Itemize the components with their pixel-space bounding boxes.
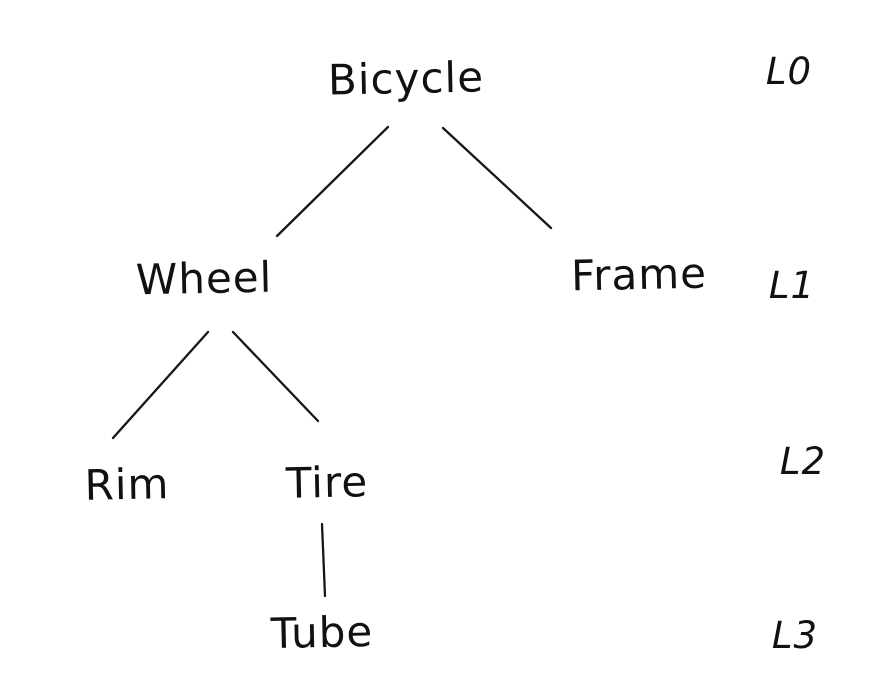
node-rim: Rim xyxy=(84,459,170,510)
level-label-l3: L3 xyxy=(771,614,819,657)
edge-wheel-tire xyxy=(231,330,320,423)
node-tire: Tire xyxy=(285,457,369,508)
level-label-l2: L2 xyxy=(779,440,827,483)
level-label-l1: L1 xyxy=(768,264,816,307)
edge-bicycle-wheel xyxy=(275,125,390,238)
level-label-l0: L0 xyxy=(765,50,813,93)
node-wheel: Wheel xyxy=(135,252,273,305)
edge-tire-tube xyxy=(320,522,327,598)
node-tube: Tube xyxy=(270,606,374,659)
edge-bicycle-frame xyxy=(441,126,553,230)
node-bicycle: Bicycle xyxy=(327,52,485,105)
node-frame: Frame xyxy=(570,248,708,301)
edge-wheel-rim xyxy=(111,330,210,440)
